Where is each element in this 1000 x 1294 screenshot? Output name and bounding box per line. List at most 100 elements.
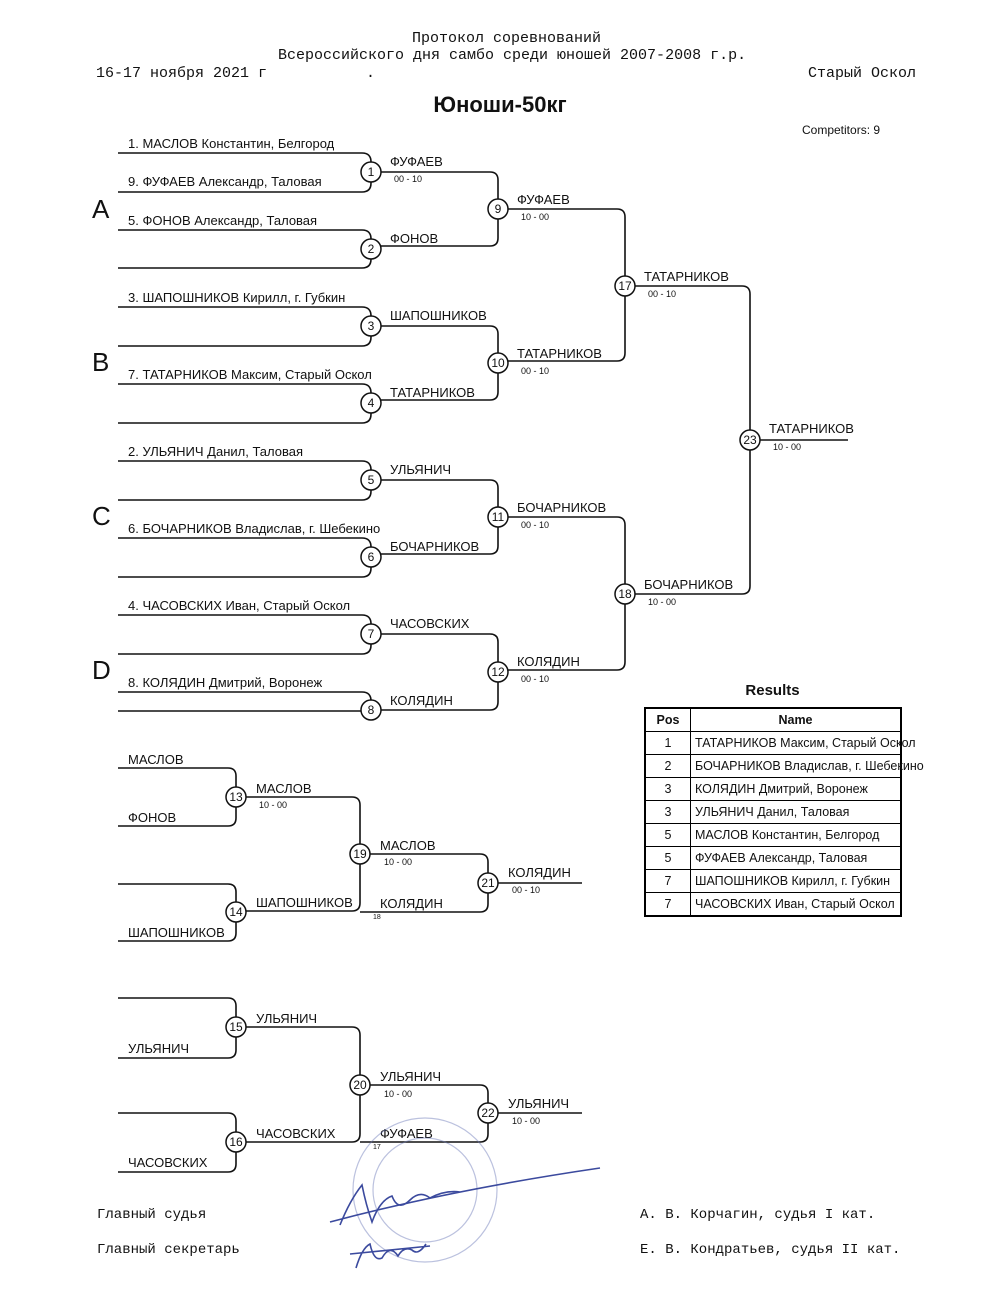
bout-circle-13: 13 [225,786,247,808]
bout-10-winner: ТАТАРНИКОВ [517,346,602,361]
official-stamp [352,1117,498,1263]
rep-20-score: 10 - 00 [384,1089,412,1099]
header-line1: Протокол соревнований [412,30,602,47]
bout-circle-5: 5 [360,469,382,491]
bout-circle-21: 21 [477,872,499,894]
page-title: Юноши-50кг [433,92,567,117]
header-city: Старый Оскол [808,65,917,82]
svg-text:13: 13 [229,790,243,804]
bout-circle-2: 2 [360,238,382,260]
svg-text:17: 17 [618,279,632,293]
result-pos: 7 [644,869,691,893]
bout-1-winner: ФУФАЕВ [390,154,443,169]
bout-circle-12: 12 [487,661,509,683]
bout-circle-10: 10 [487,352,509,374]
svg-text:1: 1 [368,165,375,179]
chief-judge-label: Главный судья [97,1207,207,1223]
chief-secretary-name: Е. В. Кондратьев, судья II кат. [640,1242,901,1258]
bout-2-winner: ФОНОВ [390,231,438,246]
chief-secretary-label: Главный секретарь [97,1242,240,1258]
bout-9-score: 10 - 00 [521,212,549,222]
result-pos: 1 [644,731,691,755]
bout-circle-18: 18 [614,583,636,605]
svg-text:3: 3 [368,319,375,333]
bout-7-winner: ЧАСОВСКИХ [390,616,470,631]
svg-text:15: 15 [229,1020,243,1034]
bout-3-winner: ШАПОШНИКОВ [390,308,487,323]
svg-text:16: 16 [229,1135,243,1149]
svg-text:23: 23 [743,433,757,447]
rep-14-winner: ШАПОШНИКОВ [256,895,353,910]
rep-13-top: МАСЛОВ [128,752,184,767]
bout-23-score: 10 - 00 [773,442,801,452]
result-name: КОЛЯДИН Дмитрий, Воронеж [690,777,902,801]
bout-23-winner: ТАТАРНИКОВ [769,421,854,436]
entrant-fufaev: 9. ФУФАЕВ Александр, Таловая [128,174,322,189]
bout-8-winner: КОЛЯДИН [390,693,453,708]
entrant-bocharnikov: 6. БОЧАРНИКОВ Владислав, г. Шебекино [128,521,380,536]
result-pos: 5 [644,823,691,847]
bout-circle-1: 1 [360,161,382,183]
rep-19-incoming: КОЛЯДИН [380,896,443,911]
bout-circle-20: 20 [349,1074,371,1096]
rep-19-winner: МАСЛОВ [380,838,436,853]
secretary-signature [349,1242,431,1269]
bout-5-winner: УЛЬЯНИЧ [390,462,451,477]
bout-12-winner: КОЛЯДИН [517,654,580,669]
bout-4-winner: ТАТАРНИКОВ [390,385,475,400]
group-label-d: D [92,655,111,685]
results-col-pos: Pos [644,707,691,732]
result-name: МАСЛОВ Константин, Белгород [690,823,902,847]
entrant-shaposhnikov: 3. ШАПОШНИКОВ Кирилл, г. Губкин [128,290,345,305]
bout-12-score: 00 - 10 [521,674,549,684]
bout-10-score: 00 - 10 [521,366,549,376]
rep-13-winner: МАСЛОВ [256,781,312,796]
results-col-name: Name [690,707,902,732]
bout-circle-9: 9 [487,198,509,220]
result-name: ЧАСОВСКИХ Иван, Старый Оскол [690,892,902,917]
rep-14-bottom: ШАПОШНИКОВ [128,925,225,940]
group-label-a: A [92,194,110,224]
result-name: ШАПОШНИКОВ Кирилл, г. Губкин [690,869,902,893]
svg-text:22: 22 [481,1106,495,1120]
result-pos: 7 [644,892,691,917]
result-pos: 3 [644,777,691,801]
competitors-count: Competitors: 9 [802,123,881,137]
svg-text:5: 5 [368,473,375,487]
svg-text:8: 8 [368,703,375,717]
rep-13-score: 10 - 00 [259,800,287,810]
chief-judge-name: А. В. Корчагин, судья I кат. [640,1207,876,1223]
bout-18-winner: БОЧАРНИКОВ [644,577,733,592]
entrant-ulyanich: 2. УЛЬЯНИЧ Данил, Таловая [128,444,303,459]
rep-21-score: 00 - 10 [512,885,540,895]
rep-13-bottom: ФОНОВ [128,810,176,825]
rep-16-winner: ЧАСОВСКИХ [256,1126,336,1141]
bout-11-winner: БОЧАРНИКОВ [517,500,606,515]
rep-16-bottom: ЧАСОВСКИХ [128,1155,208,1170]
result-name: ФУФАЕВ Александр, Таловая [690,846,902,870]
result-name: ТАТАРНИКОВ Максим, Старый Оскол [690,731,916,755]
svg-text:6: 6 [368,550,375,564]
svg-text:10: 10 [491,356,505,370]
bout-circle-11: 11 [487,506,509,528]
bout-circle-8: 8 [360,699,382,721]
entrant-fonov: 5. ФОНОВ Александр, Таловая [128,213,317,228]
rep-22-score: 10 - 00 [512,1116,540,1126]
rep-15-bottom: УЛЬЯНИЧ [128,1041,189,1056]
result-pos: 5 [644,846,691,870]
svg-text:2: 2 [368,242,375,256]
rep-19-incoming-ref: 18 [373,914,381,921]
bout-6-winner: БОЧАРНИКОВ [390,539,479,554]
result-pos: 3 [644,800,691,824]
bout-18-score: 10 - 00 [648,597,676,607]
svg-text:12: 12 [491,665,505,679]
entrant-maslov: 1. МАСЛОВ Константин, Белгород [128,136,335,151]
header-line2: Всероссийского дня самбо среди юношей 20… [278,47,747,64]
